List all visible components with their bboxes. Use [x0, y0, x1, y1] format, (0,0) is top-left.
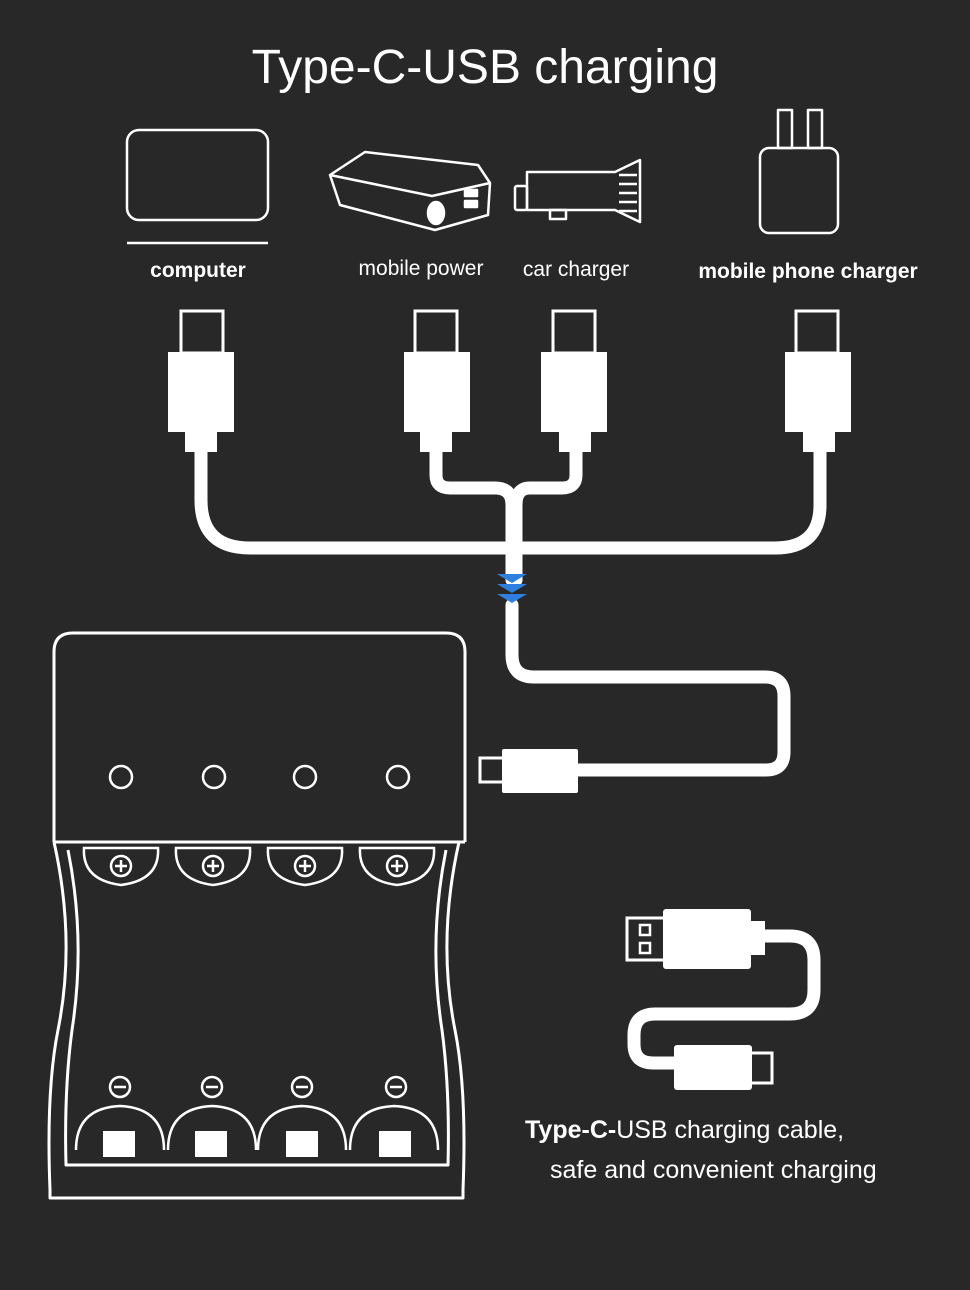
caption-bold: Type-C-: [525, 1116, 617, 1144]
y-split-cable: [194, 443, 827, 777]
wall-plug-icon: [758, 108, 840, 235]
label-mobile-power: mobile power: [358, 257, 484, 280]
usb-cable-icon: [625, 909, 821, 1090]
caption-line-1-rest: USB charging cable,: [616, 1116, 845, 1144]
minus-symbols: [108, 1075, 408, 1099]
type-c-plug: [168, 309, 234, 452]
caption-line-2: safe and convenient charging: [550, 1156, 877, 1184]
battery-charger: [47, 631, 467, 1200]
laptop-icon: [125, 128, 270, 245]
type-c-plug: [785, 309, 851, 452]
type-c-plug: [404, 309, 470, 452]
power-bank-icon: [328, 150, 492, 232]
plus-symbols: [115, 860, 403, 872]
positive-contacts: [82, 846, 436, 887]
caption-line-1: Type-C-USB charging cable,: [525, 1116, 844, 1145]
indicator-lights: [108, 764, 411, 790]
negative-contacts: [74, 1104, 440, 1157]
type-c-plug: [541, 309, 607, 452]
label-car-charger: car charger: [522, 258, 630, 281]
page-title: Type-C-USB charging: [251, 41, 719, 94]
label-mobile-phone-charger: mobile phone charger: [698, 260, 918, 283]
car-charger-icon: [513, 158, 642, 224]
cable-junction-icon: [497, 574, 527, 603]
label-computer: computer: [150, 259, 246, 282]
micro-plug: [478, 749, 578, 793]
